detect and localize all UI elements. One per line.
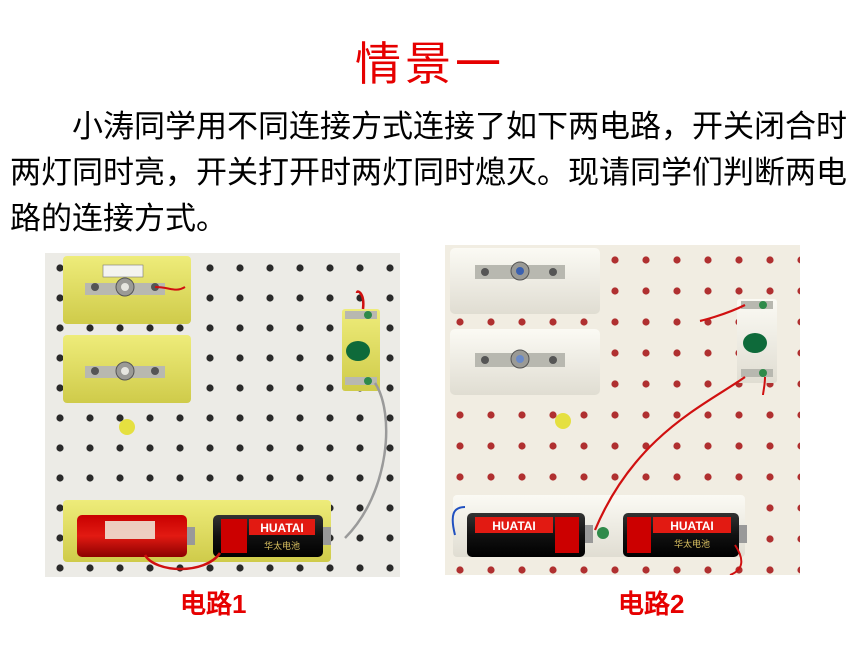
circuit-2-photo: HUATAI HUATAI 华太电池 (445, 245, 800, 575)
battery-1b: HUATAI 华太电池 (213, 515, 331, 557)
circuit-1-caption: 电路1 (180, 589, 247, 619)
battery-2a: HUATAI (467, 513, 593, 557)
battery-brand-label-2: HUATAI (492, 519, 536, 533)
slide-title: 情景一 (355, 37, 505, 91)
lamp-holder-4 (450, 329, 600, 395)
lamp-holder-1 (63, 256, 191, 324)
battery-sub-label: 华太电池 (264, 540, 300, 552)
battery-brand-label: HUATAI (260, 521, 304, 535)
scenario-paragraph: 小涛同学用不同连接方式连接了如下两电路，开关闭合时两灯同时亮，开关打开时两灯同时… (10, 109, 847, 237)
battery-sub-label-2: 华太电池 (674, 538, 710, 550)
battery-1a (77, 515, 195, 557)
switch-2 (737, 299, 777, 383)
circuit-1-photo: HUATAI 华太电池 (45, 253, 400, 577)
battery-2b: HUATAI 华太电池 (623, 513, 747, 557)
circuit-2-caption: 电路2 (618, 589, 685, 619)
switch-1 (342, 309, 380, 391)
lamp-holder-2 (63, 335, 191, 403)
lamp-holder-3 (450, 248, 600, 314)
battery-brand-label-3: HUATAI (670, 519, 714, 533)
